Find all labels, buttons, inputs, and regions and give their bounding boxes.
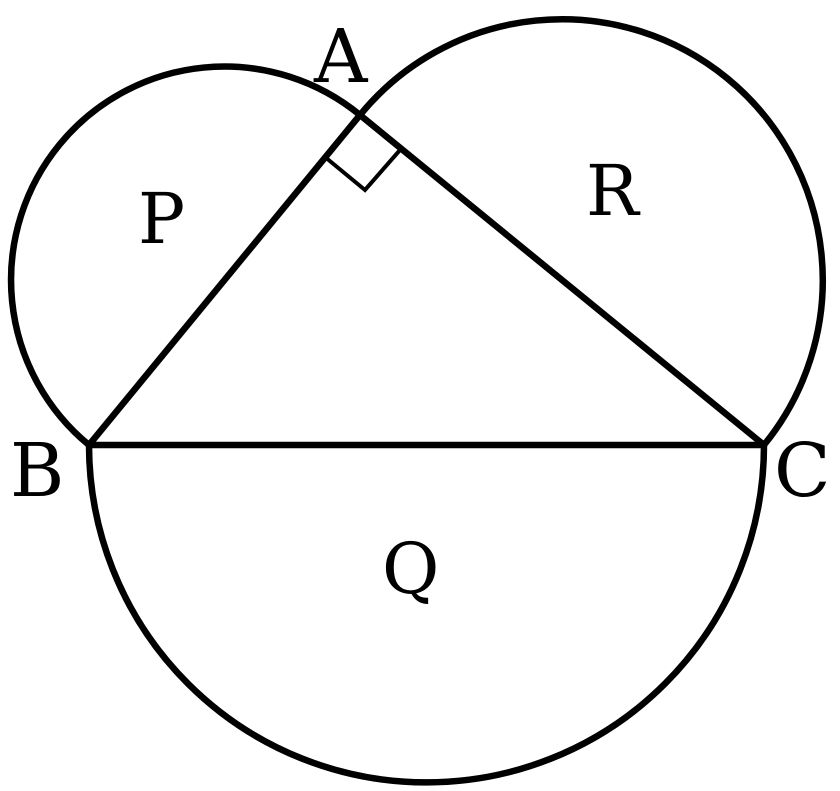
semicircle-p — [7, 63, 363, 448]
side-ac — [357, 112, 767, 448]
vertex-label-c: C — [774, 428, 831, 514]
region-label-q: Q — [382, 528, 439, 610]
vertex-label-a: A — [313, 14, 369, 100]
side-ab — [86, 112, 363, 448]
semicircle-q — [85, 444, 768, 786]
region-label-r: R — [586, 150, 641, 232]
right-angle-marker — [323, 148, 402, 193]
vertex-label-b: B — [10, 428, 64, 514]
region-label-p: P — [138, 178, 185, 260]
semicircle-r — [357, 15, 827, 448]
